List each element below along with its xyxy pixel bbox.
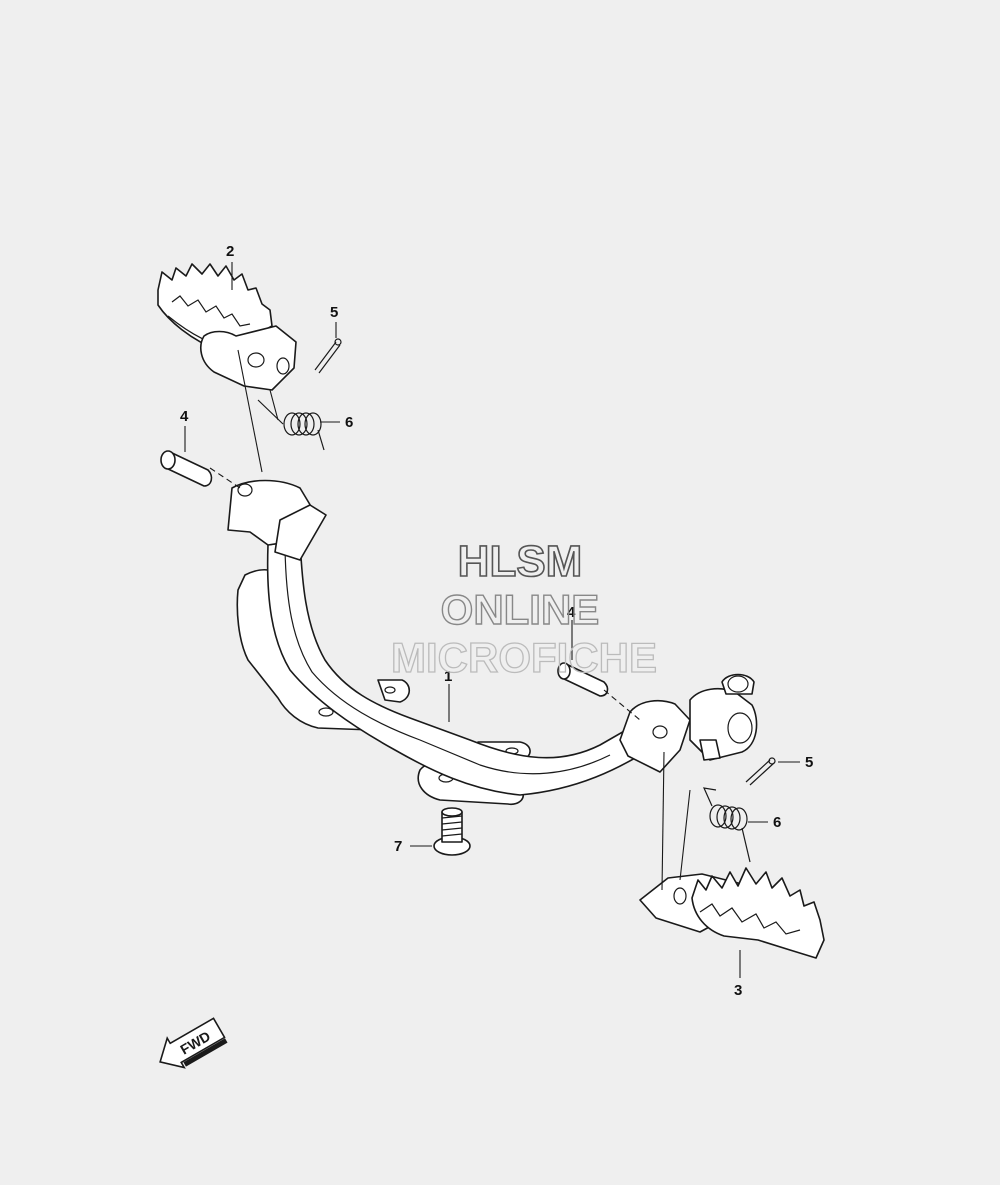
callout-4-right: 4 xyxy=(567,604,576,621)
left-cotter-pin[interactable] xyxy=(314,338,342,374)
left-pin[interactable] xyxy=(160,450,213,487)
callout-2: 2 xyxy=(226,243,234,260)
left-spring[interactable] xyxy=(257,399,325,451)
right-cotter-pin[interactable] xyxy=(745,757,776,786)
callout-6-left: 6 xyxy=(345,414,353,431)
watermark-line2: ONLINE xyxy=(441,586,600,633)
left-footpeg[interactable] xyxy=(157,263,297,391)
right-footpeg[interactable] xyxy=(639,867,825,959)
callout-5-right: 5 xyxy=(805,754,813,771)
footrest-bracket[interactable] xyxy=(227,479,758,806)
callout-6-right: 6 xyxy=(773,814,781,831)
watermark-line3: MICROFICHE xyxy=(391,634,657,681)
watermark-line1: HLSM xyxy=(458,537,583,586)
callout-7: 7 xyxy=(394,838,402,855)
callout-3: 3 xyxy=(734,982,742,999)
callout-1: 1 xyxy=(444,668,452,685)
right-spring[interactable] xyxy=(702,787,751,863)
forward-arrow-icon: FWD xyxy=(159,1017,228,1069)
bolt[interactable] xyxy=(433,807,471,856)
callout-4-left: 4 xyxy=(180,408,189,425)
callout-5-left: 5 xyxy=(330,304,338,321)
